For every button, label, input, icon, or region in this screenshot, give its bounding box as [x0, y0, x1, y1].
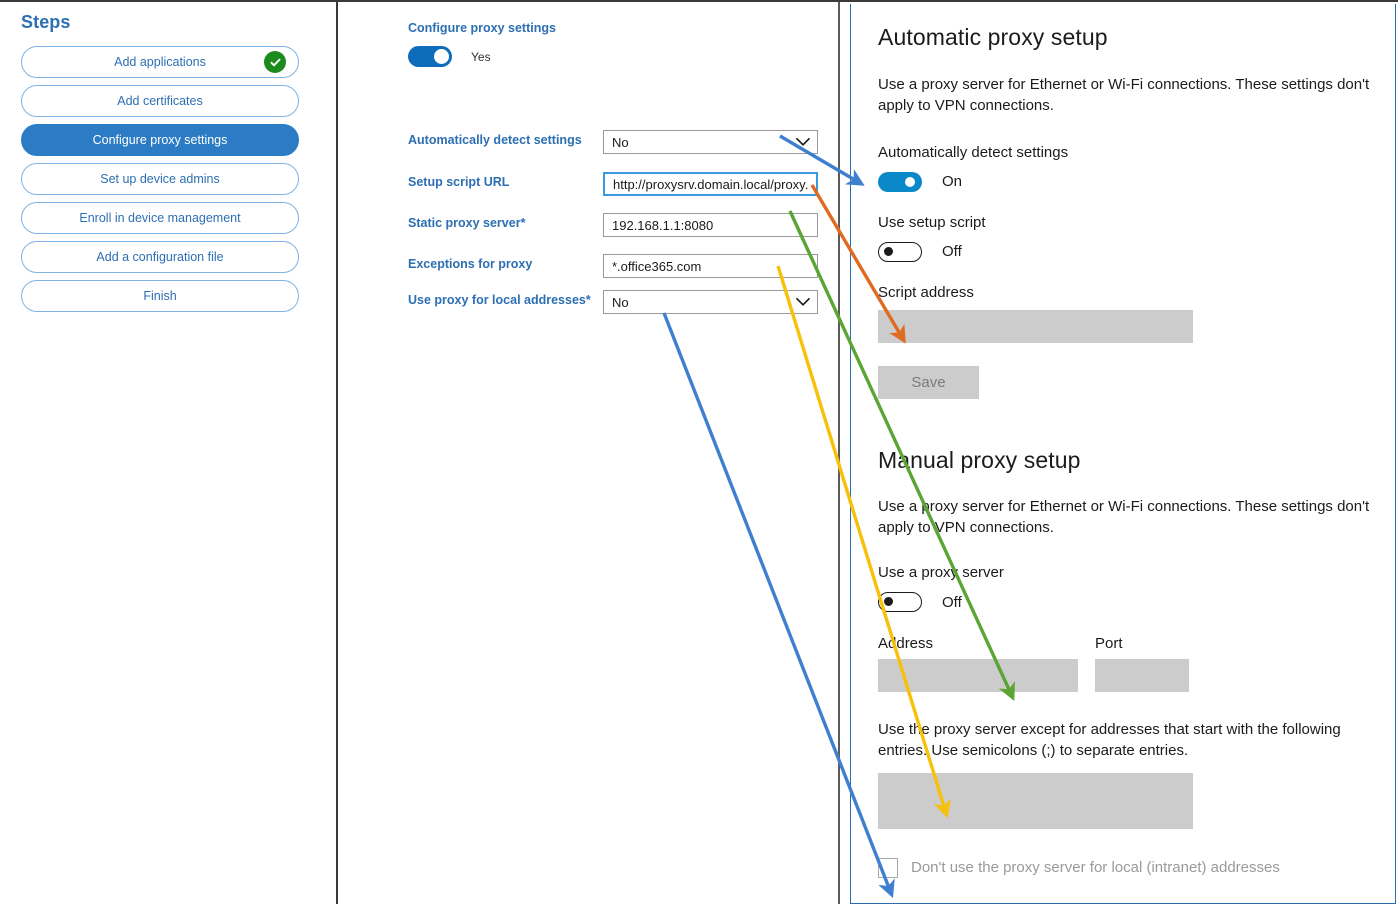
step-item-set-up-device-admins[interactable]: Set up device admins	[21, 163, 299, 195]
automatically-detect-settings-label: Automatically detect settings	[878, 143, 1069, 161]
step-item-finish[interactable]: Finish	[21, 280, 299, 312]
save-button[interactable]: Save	[878, 365, 979, 399]
step-item-add-certificates[interactable]: Add certificates	[21, 85, 299, 117]
use-setup-script-toggle[interactable]	[878, 241, 922, 262]
automatically-detect-settings-select[interactable]: No	[603, 130, 818, 154]
step-label: Finish	[143, 289, 177, 303]
select-value: No	[612, 134, 629, 150]
step-item-add-applications[interactable]: Add applications	[21, 46, 299, 78]
field-label: Automatically detect settings	[408, 133, 582, 147]
steps-list: Add applications Add certificates Config…	[21, 46, 299, 319]
step-label: Enroll in device management	[79, 211, 241, 225]
checkbox-icon[interactable]	[878, 857, 898, 878]
step-item-enroll-in-device-management[interactable]: Enroll in device management	[21, 202, 299, 234]
port-label: Port	[1095, 635, 1123, 653]
field-label: Static proxy server*	[408, 216, 526, 230]
bypass-local-addresses-row[interactable]: Don't use the proxy server for local (in…	[878, 857, 1395, 878]
field-exceptions-for-proxy: Exceptions for proxy *.office365.com	[408, 254, 818, 278]
step-item-add-a-configuration-file[interactable]: Add a configuration file	[21, 241, 299, 273]
use-a-proxy-server-toggle[interactable]	[878, 592, 922, 613]
use-a-proxy-server-label: Use a proxy server	[878, 564, 1004, 582]
port-input[interactable]	[1095, 659, 1189, 693]
step-label: Set up device admins	[100, 172, 220, 186]
field-static-proxy-server: Static proxy server* 192.168.1.1:8080	[408, 213, 818, 237]
script-address-label: Script address	[878, 283, 974, 301]
input-value: http://proxysrv.domain.local/proxy.pa	[613, 176, 808, 192]
automatically-detect-settings-toggle-row: On	[878, 171, 1395, 192]
windows-proxy-settings-panel: Automatic proxy setup Use a proxy server…	[850, 4, 1396, 904]
field-use-proxy-for-local-addresses: Use proxy for local addresses* No	[408, 290, 818, 314]
steps-title: Steps	[21, 12, 71, 32]
check-circle-icon	[264, 51, 286, 73]
proxy-form-panel: Configure proxy settings Yes Automatical…	[338, 2, 838, 904]
select-value: No	[612, 294, 629, 310]
field-automatically-detect-settings: Automatically detect settings No	[408, 130, 818, 154]
field-label: Setup script URL	[408, 175, 510, 189]
setup-script-url-input[interactable]: http://proxysrv.domain.local/proxy.pa	[603, 172, 818, 196]
automatically-detect-settings-toggle[interactable]	[878, 171, 922, 192]
input-value: 192.168.1.1:8080	[612, 217, 714, 233]
input-value: *.office365.com	[612, 258, 702, 274]
automatic-proxy-setup-description: Use a proxy server for Ethernet or Wi-Fi…	[878, 76, 1370, 115]
configure-proxy-toggle-row: Yes	[408, 46, 491, 67]
step-label: Add applications	[114, 55, 206, 69]
use-setup-script-toggle-row: Off	[878, 241, 1395, 262]
field-setup-script-url: Setup script URL http://proxysrv.domain.…	[408, 172, 818, 196]
field-label: Exceptions for proxy	[408, 257, 533, 271]
use-a-proxy-server-toggle-row: Off	[878, 592, 1395, 613]
chevron-down-icon	[796, 135, 810, 150]
field-label: Use proxy for local addresses*	[408, 293, 591, 307]
toggle-state-label: Off	[942, 243, 962, 261]
manual-proxy-setup-description: Use a proxy server for Ethernet or Wi-Fi…	[878, 497, 1370, 536]
configure-proxy-toggle-label: Yes	[471, 49, 491, 64]
exceptions-input[interactable]	[878, 772, 1193, 829]
address-label: Address	[878, 635, 934, 653]
manual-proxy-setup-heading: Manual proxy setup	[878, 446, 1081, 473]
exceptions-for-proxy-input[interactable]: *.office365.com	[603, 254, 818, 278]
chevron-down-icon	[796, 295, 810, 310]
use-setup-script-label: Use setup script	[878, 213, 986, 231]
steps-panel: Steps Add applications Add certificates …	[0, 2, 338, 904]
toggle-state-label: On	[942, 173, 963, 191]
step-label: Configure proxy settings	[92, 133, 228, 147]
step-item-configure-proxy-settings[interactable]: Configure proxy settings	[21, 124, 299, 156]
step-label: Add a configuration file	[96, 250, 224, 264]
static-proxy-server-input[interactable]: 192.168.1.1:8080	[603, 213, 818, 237]
script-address-input[interactable]	[878, 309, 1193, 343]
exceptions-description: Use the proxy server except for addresse…	[878, 721, 1341, 760]
address-port-row: Address Port	[878, 635, 1395, 693]
use-proxy-for-local-addresses-select[interactable]: No	[603, 290, 818, 314]
toggle-state-label: Off	[942, 593, 962, 611]
address-input[interactable]	[878, 659, 1078, 693]
configure-proxy-toggle[interactable]	[408, 46, 452, 67]
form-heading: Configure proxy settings	[408, 21, 556, 35]
bypass-local-addresses-label: Don't use the proxy server for local (in…	[911, 859, 1280, 877]
automatic-proxy-setup-heading: Automatic proxy setup	[878, 24, 1108, 50]
step-label: Add certificates	[117, 94, 203, 108]
panel-divider	[838, 2, 840, 904]
